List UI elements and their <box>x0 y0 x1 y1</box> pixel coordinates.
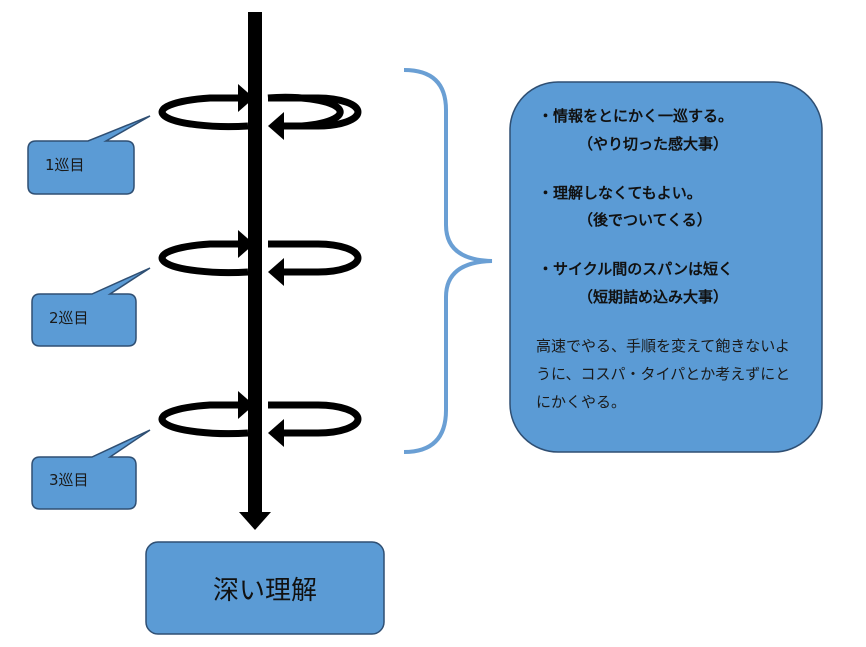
summary-panel: ・情報をとにかく一巡する。 （やり切った感大事） ・理解しなくてもよい。 （後で… <box>510 82 822 452</box>
summary-sub-2: （後でついてくる） <box>578 211 712 229</box>
summary-sub-1: （やり切った感大事） <box>578 135 729 153</box>
summary-sub-3: （短期詰め込み大事） <box>578 288 729 306</box>
summary-box <box>509 81 823 453</box>
summary-note: 高速でやる、手順を変えて飽きないように、コスパ・タイパとか考えずにとにかくやる。 <box>536 337 791 411</box>
callout-label-3: 3巡目 <box>49 471 89 489</box>
right-brace <box>403 68 493 454</box>
callout-label-2: 2巡目 <box>49 309 89 327</box>
result-label: 深い理解 <box>212 575 317 606</box>
callout-1 <box>27 115 151 195</box>
result-box <box>145 541 385 635</box>
callout-label-1: 1巡目 <box>45 156 85 174</box>
cycle-arrow-1 <box>158 84 362 140</box>
summary-point-2: ・理解しなくてもよい。 <box>538 184 702 202</box>
summary-point-3: ・サイクル間のスパンは短く <box>538 260 734 278</box>
callout-3 <box>31 429 151 510</box>
summary-point-1: ・情報をとにかく一巡する。 <box>538 107 734 125</box>
main-down-arrow <box>239 12 271 530</box>
callout-2 <box>31 267 151 347</box>
cycle-arrow-2 <box>158 230 362 286</box>
cycle-arrow-3 <box>158 391 362 447</box>
